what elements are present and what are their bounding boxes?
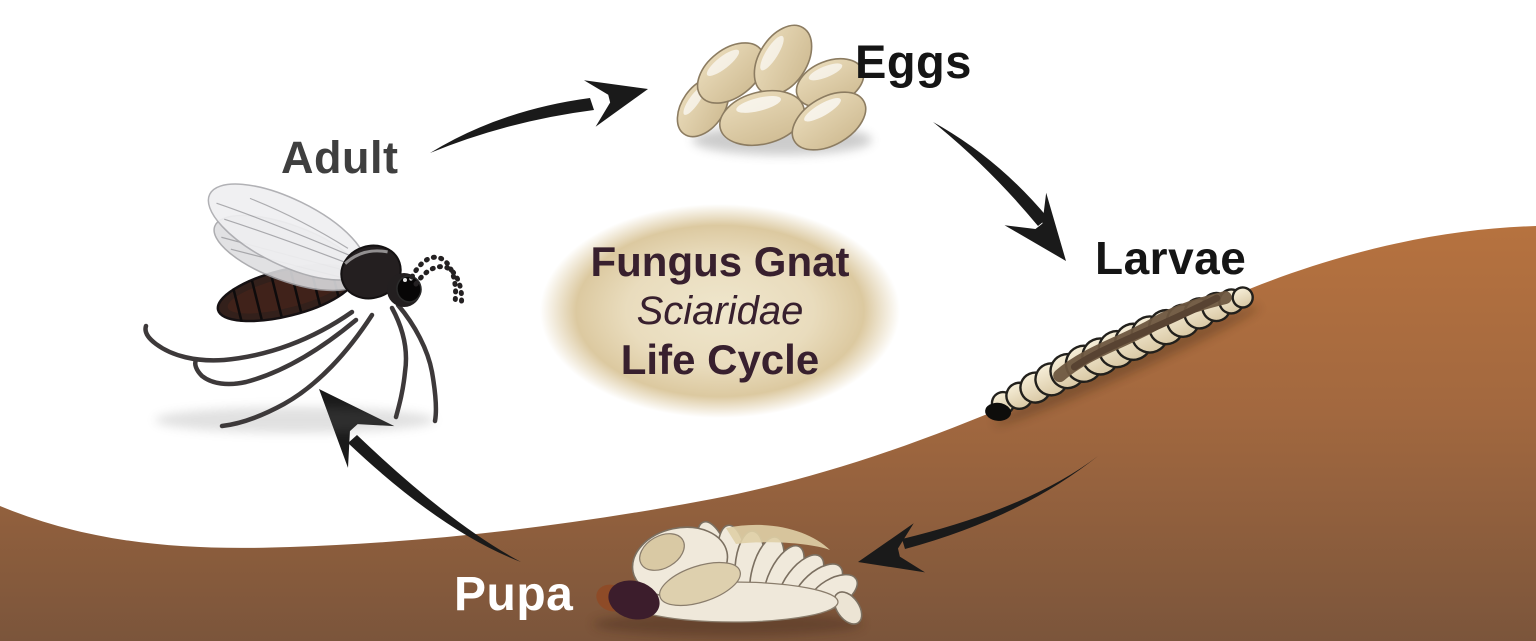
larva-gut-core (1070, 294, 1221, 371)
stage-label-adult: Adult (281, 132, 399, 183)
egg (719, 89, 805, 147)
arrow-tail (348, 435, 521, 562)
title-species: Fungus Gnat (590, 237, 850, 285)
stage-label-larvae: Larvae (1095, 232, 1247, 284)
gnat-eye-glint (403, 278, 407, 282)
arrow-tail (430, 98, 594, 153)
pupa-wing-pad (659, 561, 741, 607)
curved-arrow-pupa-to-adult (295, 368, 521, 562)
gnat-wing-upper (207, 183, 367, 281)
arrow-tail (933, 122, 1048, 226)
larva-illustration (985, 286, 1259, 426)
curved-arrow-eggs-to-larvae (933, 122, 1087, 278)
gnat-shadow (155, 407, 435, 433)
title-ellipse: Fungus Gnat Sciaridae Life Cycle (540, 204, 900, 418)
gnat-antennae (409, 254, 465, 309)
curved-arrow-larvae-to-pupa (852, 456, 1098, 587)
pupa-head-shield (639, 533, 685, 571)
pupa-tail-curl (833, 591, 863, 625)
curved-arrow-adult-to-eggs (430, 65, 654, 153)
stage-label-pupa: Pupa (454, 568, 574, 621)
soil-background (0, 226, 1536, 641)
title-subtitle: Life Cycle (620, 336, 820, 383)
arrow-head-icon (583, 65, 654, 127)
arrow-tail (902, 456, 1098, 549)
pupa-illustration (593, 520, 863, 636)
stage-label-eggs: Eggs (855, 35, 972, 88)
title-family: Sciaridae (636, 289, 804, 333)
pupa-head (608, 580, 660, 620)
egg (791, 91, 867, 151)
adult-gnat-illustration (143, 183, 465, 433)
pupa-dorsal-patch (726, 524, 830, 550)
gnat-thorax (340, 244, 402, 300)
arrow-head-icon (1004, 192, 1087, 278)
gnat-legs (143, 302, 439, 429)
eggs-illustration (676, 24, 872, 155)
larva-head (985, 402, 1012, 421)
